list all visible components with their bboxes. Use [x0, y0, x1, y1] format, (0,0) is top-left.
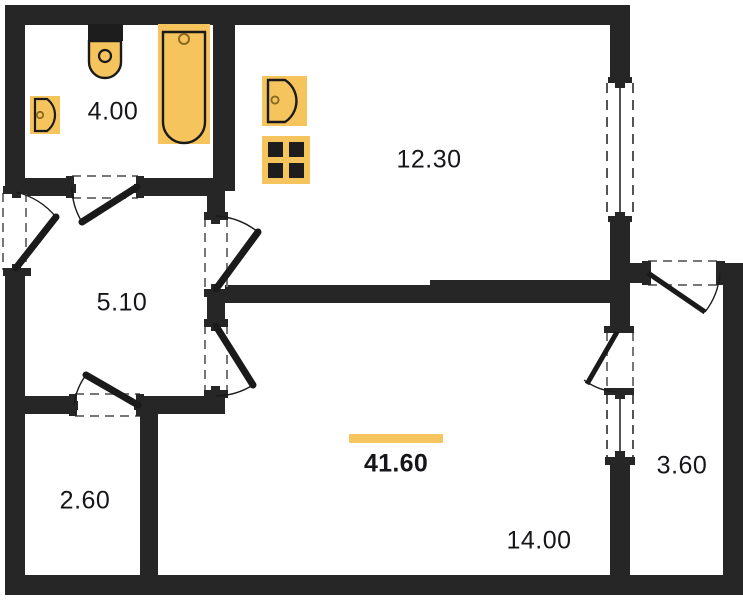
wall-exterior-left-lower: [5, 272, 25, 595]
living-room-window[interactable]: [605, 389, 635, 465]
wall-exterior-left-upper: [5, 5, 25, 190]
storage-room-door[interactable]: [69, 371, 144, 417]
wall-structure: [5, 5, 743, 595]
wall-balcony-right: [723, 263, 743, 595]
balcony-door[interactable]: [583, 326, 634, 395]
bathtub-fixture: [158, 24, 210, 145]
kitchen-door[interactable]: [204, 212, 262, 297]
wall-bathroom-kitchen-partition: [213, 5, 235, 191]
toilet-fixture: [87, 24, 123, 80]
living-room-door[interactable]: [204, 319, 257, 398]
wall-kitchen-living-left: [215, 285, 430, 303]
wall-balcony-bottom: [645, 575, 743, 595]
wall-kitchen-living-right: [430, 280, 615, 303]
wall-storage-top-left: [25, 396, 73, 414]
balcony-inner-door[interactable]: [642, 260, 725, 315]
total-area-accent-bar: [349, 434, 443, 443]
stove-fixture: [262, 136, 310, 184]
wall-storage-top-right: [140, 396, 225, 414]
wall-living-balcony-lower: [610, 462, 630, 575]
entry-door[interactable]: [2, 186, 60, 276]
wall-living-balcony-bottom-nub: [610, 575, 650, 595]
bathroom-door[interactable]: [66, 175, 144, 226]
wall-storage-living-partition: [140, 396, 158, 575]
wall-exterior-right-kitchen-lower: [610, 222, 630, 282]
wall-hall-vertical-top: [207, 191, 225, 218]
total-area-label: 41.60: [363, 449, 429, 478]
washbasin-fixture: [30, 96, 60, 134]
wall-exterior-bottom: [5, 575, 665, 595]
wall-exterior-top: [5, 5, 630, 25]
wall-bathroom-bottom-stub: [25, 178, 70, 196]
kitchen-window[interactable]: [606, 77, 634, 222]
kitchen-sink-fixture: [262, 76, 307, 126]
wall-exterior-right-kitchen-upper: [610, 5, 630, 80]
wall-hall-vertical-mid: [207, 292, 225, 325]
